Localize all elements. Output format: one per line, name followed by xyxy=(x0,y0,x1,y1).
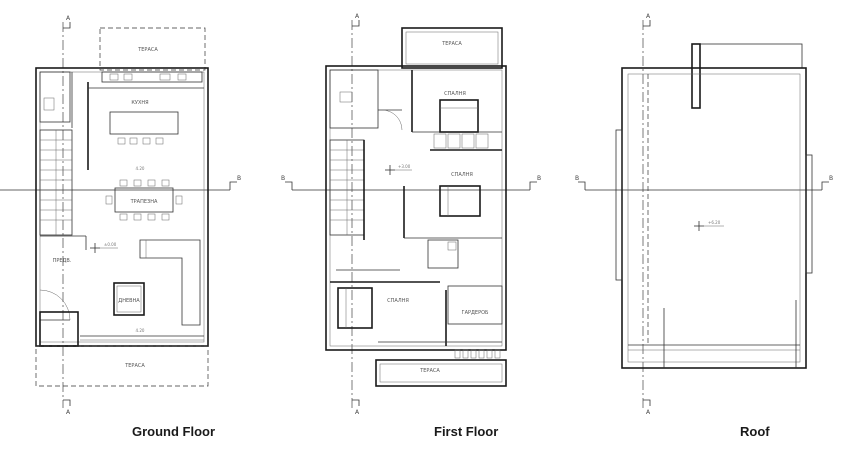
roof-top-parapet xyxy=(691,43,803,69)
sofa xyxy=(139,239,201,326)
label-bedroom-3: СПАЛНЯ xyxy=(387,298,409,304)
roof-outline xyxy=(621,67,807,369)
label-bedroom-1: СПАЛНЯ xyxy=(444,91,466,97)
ground-floor-plan: A A ТЕРАСА КУХНЯ 4.20 xyxy=(35,15,209,416)
label-terrace-bottom-first: ТЕРАСА xyxy=(419,368,440,374)
section-mark-b-first-right: B xyxy=(537,175,541,182)
closet-first xyxy=(447,285,503,325)
roof-plan: A A +6.20 xyxy=(615,13,813,416)
label-terrace-top-first: ТЕРАСА xyxy=(441,41,462,47)
section-mark-b-roof-right: B xyxy=(829,175,833,182)
section-mark-b-roof-left: B xyxy=(575,175,579,182)
caption-roof: Roof xyxy=(740,424,770,439)
section-mark-a-roof-bottom: A xyxy=(646,409,651,416)
terrace-bottom-first xyxy=(375,359,507,387)
section-mark-a-roof-top: A xyxy=(646,13,651,20)
level-marker-ground: ±0.00 xyxy=(90,242,118,253)
svg-text:4.20: 4.20 xyxy=(136,328,145,333)
dining-table xyxy=(114,187,174,213)
bathroom-ground xyxy=(39,71,71,123)
svg-text:±0.00: ±0.00 xyxy=(104,242,117,247)
label-bedroom-2: СПАЛНЯ xyxy=(451,172,473,178)
terrace-top-first xyxy=(401,27,503,69)
first-floor-plan: A A ТЕРАСА СПАЛНЯ xyxy=(325,13,507,416)
terrace-bottom-ground xyxy=(35,345,209,387)
ensuite-first xyxy=(427,239,459,269)
section-mark-a-ground-bottom: A xyxy=(66,409,71,416)
label-terrace-top-ground: ТЕРАСА xyxy=(137,47,158,53)
bed-2 xyxy=(439,185,481,217)
level-marker-roof: +6.20 xyxy=(694,220,724,231)
svg-text:4.20: 4.20 xyxy=(136,166,145,171)
bed-3 xyxy=(337,287,373,329)
label-kitchen: КУХНЯ xyxy=(131,100,148,106)
bed-1 xyxy=(439,99,479,133)
svg-text:+6.20: +6.20 xyxy=(708,220,721,225)
svg-text:+3.00: +3.00 xyxy=(398,164,411,169)
terrace-top-ground xyxy=(99,27,206,71)
label-terrace-bottom-ground: ТЕРАСА xyxy=(124,363,145,369)
caption-first-floor: First Floor xyxy=(434,424,499,439)
bathroom-first xyxy=(329,69,379,129)
label-hall-ground: ПРЕДВ. xyxy=(53,258,72,264)
chimney xyxy=(691,43,701,109)
outer-walls-first xyxy=(325,65,507,351)
kitchen-island xyxy=(109,111,179,135)
section-mark-a-ground-top: A xyxy=(66,15,71,22)
entrance-vestibule xyxy=(39,311,79,347)
label-dining: ТРАПЕЗНА xyxy=(130,199,158,205)
outer-walls-ground xyxy=(35,67,209,347)
level-marker-first: +3.00 xyxy=(385,164,412,175)
label-living: ДНЕВНА xyxy=(118,298,140,304)
kitchen-counter xyxy=(101,71,203,83)
section-mark-a-first-bottom: A xyxy=(355,409,360,416)
coffee-table xyxy=(113,282,145,316)
section-mark-b-ground-right: B xyxy=(237,175,241,182)
caption-ground-floor: Ground Floor xyxy=(132,424,216,439)
section-mark-a-first-top: A xyxy=(355,13,360,20)
label-closet: ГАРДЕРОБ xyxy=(462,310,490,316)
section-mark-b-first-left: B xyxy=(281,175,285,182)
